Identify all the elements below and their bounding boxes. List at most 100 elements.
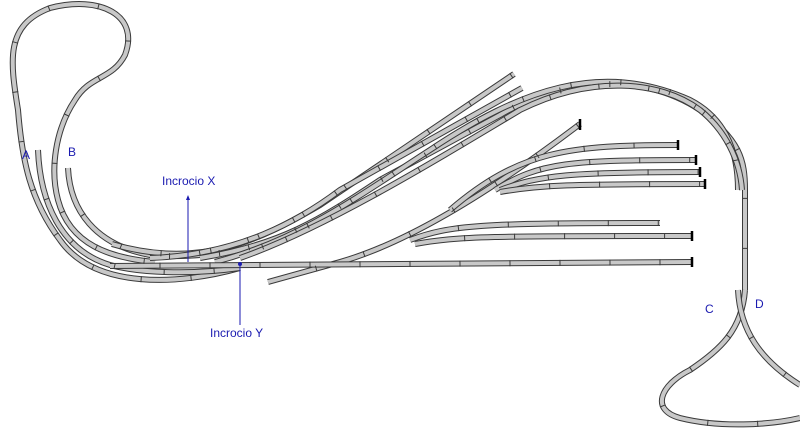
track-right-loop	[662, 290, 800, 424]
track-joint	[362, 251, 366, 258]
crossing-y-dot	[238, 262, 242, 266]
track-joint	[97, 75, 101, 82]
track-joint	[511, 104, 516, 111]
track-joint	[494, 180, 499, 187]
track-joint	[247, 244, 251, 251]
track-upper-4-fill	[214, 79, 740, 264]
buffer-stops	[578, 119, 707, 267]
track-upper-2-fill	[149, 86, 523, 260]
track-joint	[539, 166, 542, 173]
track-joint	[570, 82, 573, 89]
track-diagonal-short-fill	[267, 122, 582, 284]
track-yard-3-fill	[499, 170, 701, 192]
track-joint	[503, 116, 508, 122]
track-joint	[559, 87, 562, 94]
track-joint	[460, 141, 465, 148]
track-joint	[94, 244, 99, 251]
track-yard-4-fill	[499, 182, 706, 194]
track-joint	[732, 159, 739, 162]
track-joint	[657, 87, 661, 94]
label-a: A	[22, 148, 30, 162]
track-group	[9, 1, 800, 428]
track-joint	[18, 140, 25, 143]
track-joint	[451, 207, 456, 213]
track-joint	[119, 243, 123, 250]
track-joint	[467, 100, 473, 107]
track-joint	[143, 257, 146, 264]
track-joint	[488, 177, 493, 184]
track-right-loop-d-fill	[736, 289, 800, 387]
track-joint	[91, 264, 95, 271]
track-joint	[476, 117, 480, 124]
track-joint	[373, 191, 378, 198]
track-joint	[385, 156, 390, 163]
track-joint	[12, 41, 19, 44]
track-joint	[420, 140, 425, 147]
track-joint	[782, 371, 787, 378]
track-joint	[343, 184, 348, 191]
track-joint	[329, 214, 334, 221]
track-joint	[260, 243, 265, 250]
track-joint	[734, 147, 741, 152]
track-joint	[688, 366, 694, 373]
track-right-loop-fill	[659, 289, 800, 427]
track-joint	[209, 247, 212, 254]
track-a-side-fill	[36, 149, 241, 275]
track-joint	[12, 91, 19, 93]
track-joint	[647, 85, 650, 92]
track-joint	[668, 89, 672, 96]
track-joint	[725, 334, 732, 339]
track-joint	[433, 143, 438, 150]
track-joint	[314, 265, 318, 272]
track-joint	[725, 141, 731, 146]
track-joint	[467, 128, 472, 135]
crossing-x-arrowhead	[186, 195, 190, 200]
track-joint	[29, 188, 36, 192]
track-joint	[379, 176, 384, 182]
track-diagonal-short	[268, 124, 580, 282]
track-joint	[47, 5, 51, 12]
track-joint	[293, 227, 298, 233]
track-joint	[218, 250, 221, 257]
track-joint	[426, 128, 431, 135]
track-joint	[509, 72, 514, 79]
track-upper-5-fill	[239, 83, 744, 260]
track-joint	[659, 404, 666, 408]
track-joint	[97, 3, 100, 10]
label-crossing-x: Incrocio X	[162, 174, 215, 188]
track-joint	[59, 210, 66, 214]
track-joint	[291, 217, 296, 223]
track-joint	[43, 197, 50, 201]
track-main-straight-fill	[109, 260, 693, 268]
track-joint	[548, 94, 552, 101]
track-right-loop-d-edge	[735, 289, 800, 388]
label-d: D	[755, 297, 764, 311]
track-joint	[69, 239, 75, 245]
track-joint	[417, 166, 422, 173]
label-crossing-y: Incrocio Y	[210, 326, 263, 340]
track-joint	[113, 263, 116, 270]
track-joint	[349, 198, 354, 204]
track-joint	[423, 152, 428, 159]
track-diagonal-short-edge	[267, 121, 582, 285]
track-upper-2	[150, 88, 522, 258]
track-joint	[547, 174, 550, 181]
track-joint	[533, 156, 537, 163]
track-joint	[706, 419, 709, 426]
track-joint	[257, 233, 261, 240]
track-joint	[583, 145, 586, 152]
track-joint	[140, 276, 142, 283]
track-joint	[407, 231, 412, 237]
track-siding-1-fill	[409, 221, 661, 242]
track-right-loop-edge	[658, 289, 800, 428]
track-joint	[306, 222, 310, 229]
track-outer-left-loop-fill	[10, 2, 241, 282]
track-joint	[457, 225, 460, 232]
track-joint	[464, 116, 469, 123]
track-joint	[535, 152, 540, 159]
track-yard-1-fill	[448, 143, 679, 212]
track-joint	[301, 211, 306, 218]
track-joint	[246, 237, 250, 244]
